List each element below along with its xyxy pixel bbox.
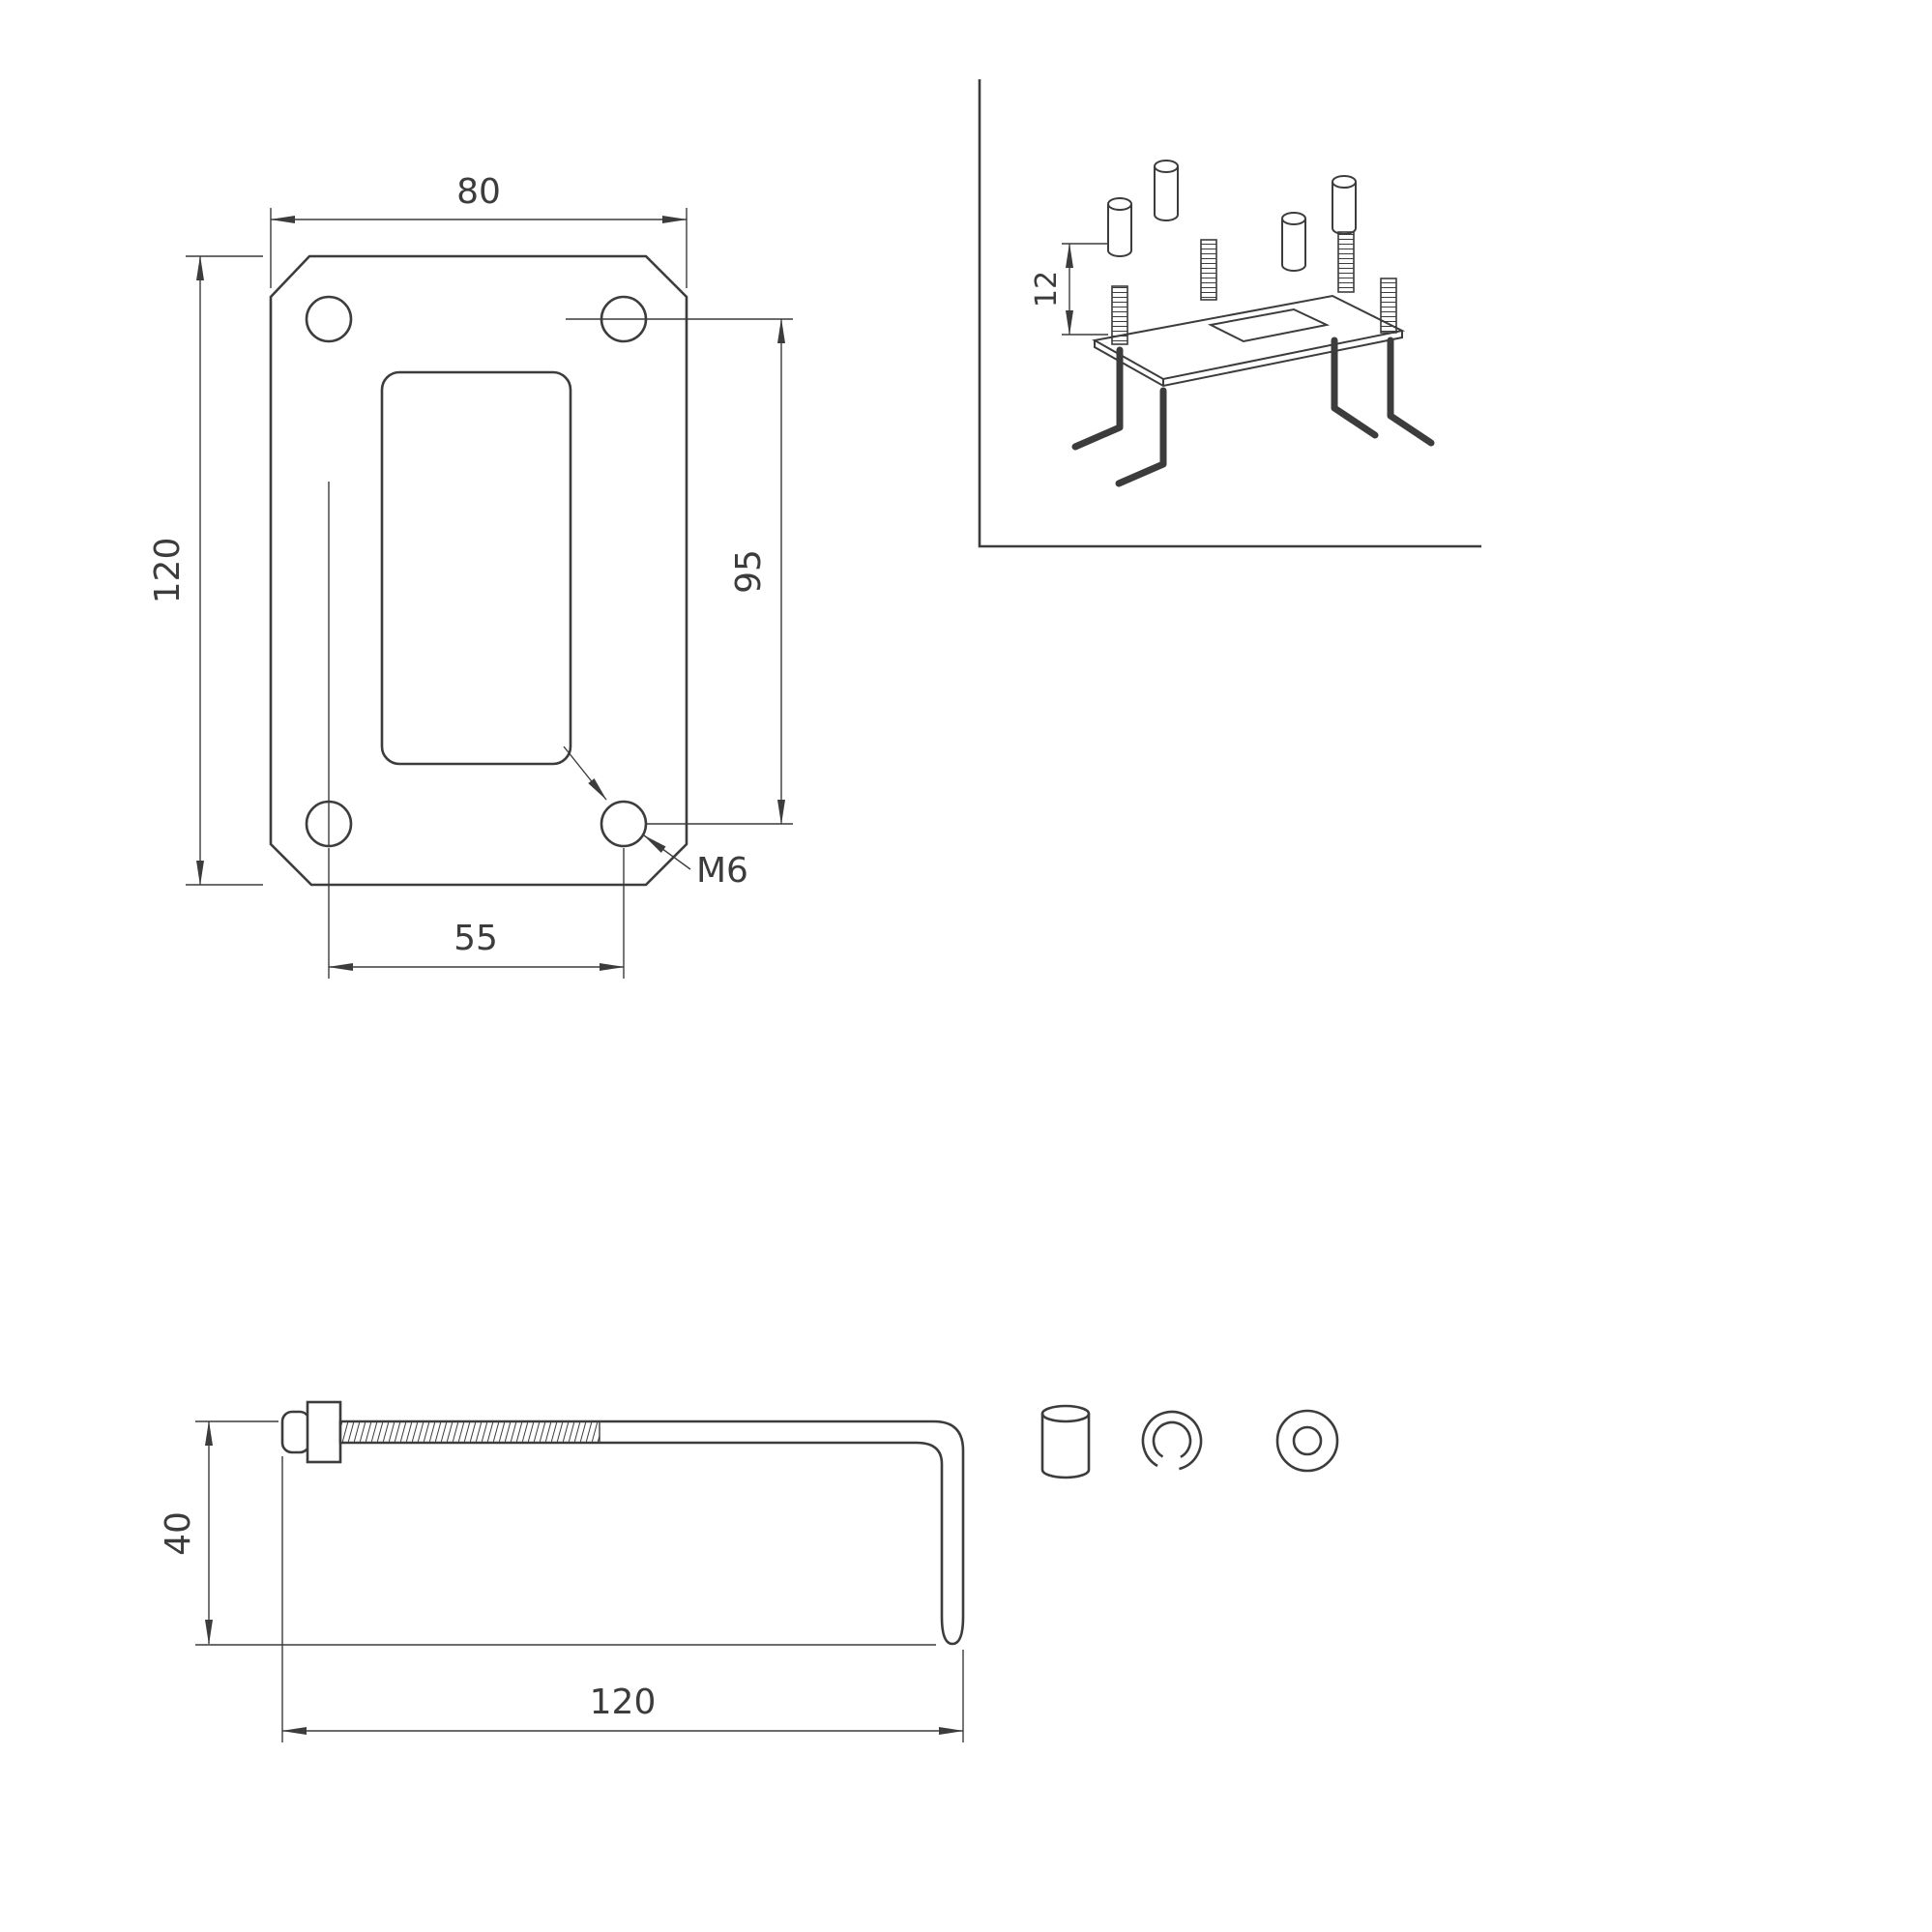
cylinder-bottom	[1107, 249, 1132, 257]
cylinder-top	[1107, 197, 1132, 211]
iso-plate-top	[1092, 294, 1406, 381]
flat-washer-inner	[1292, 1425, 1323, 1456]
threaded-stud	[1111, 285, 1128, 345]
detail-frame	[978, 79, 1481, 548]
dim-assembly-offset: 12	[1030, 243, 1108, 336]
spacer-cylinder	[1281, 212, 1306, 272]
dim-label-plate-height: 120	[148, 538, 188, 604]
anchor-leg	[1071, 346, 1124, 451]
hardware-parts	[1040, 1404, 1339, 1479]
lock-washer-inner	[1152, 1420, 1192, 1461]
dim-label-thread: M6	[696, 851, 748, 891]
spacer-cylinder	[1154, 160, 1179, 221]
dim-label-hole-span-right: 95	[729, 549, 769, 594]
dim-label-hole-span-bottom: 55	[454, 919, 498, 958]
cylinder-top	[1154, 160, 1179, 173]
dim-hole-span-bottom: 55	[328, 848, 625, 979]
spacer-cylinder	[1332, 175, 1357, 235]
dim-plate-height: 120	[148, 255, 263, 886]
cylinder-bottom	[1154, 214, 1179, 221]
bolt-thread-hatch	[340, 1421, 600, 1443]
anchor-leg	[1115, 387, 1167, 487]
cylinder-bottom	[1281, 264, 1306, 272]
threaded-stud	[1337, 231, 1355, 293]
iso-plate-cutout	[1207, 307, 1331, 343]
anchor-bolt-view: 40 120	[159, 1400, 965, 1742]
leader-line	[563, 746, 607, 801]
plate-outline	[269, 254, 688, 887]
dim-plate-width: 80	[270, 172, 688, 288]
mounting-hole-bottom-right	[600, 800, 648, 848]
lock-washer	[1141, 1410, 1203, 1472]
leader-line	[643, 834, 691, 870]
cylinder-top	[1281, 212, 1306, 225]
flat-washer-outer	[1275, 1409, 1339, 1473]
dim-bolt-length: 120	[281, 1456, 964, 1742]
assembly-iso-view: 12	[978, 79, 1481, 548]
thread-callout: M6	[563, 746, 748, 891]
flat-washer	[1275, 1409, 1339, 1473]
threaded-stud	[1200, 239, 1217, 301]
dim-label-plate-width: 80	[456, 172, 501, 212]
dim-label-assembly-offset: 12	[1030, 271, 1064, 307]
cylinder-top	[1332, 175, 1357, 189]
mounting-hole-top-left	[305, 295, 353, 343]
sleeve-top	[1040, 1404, 1091, 1423]
bolt-nut	[306, 1400, 342, 1464]
spacer-cylinder	[1107, 197, 1132, 257]
anchor-leg	[1387, 337, 1435, 447]
bolt-end-cap	[280, 1410, 311, 1454]
spacer-sleeve	[1040, 1404, 1091, 1479]
dim-label-bolt-length: 120	[590, 1683, 657, 1722]
dim-label-bolt-leg-height: 40	[159, 1511, 198, 1556]
sleeve-bottom	[1040, 1469, 1091, 1479]
iso-plate-thickness	[1094, 331, 1403, 388]
plate-top-view	[269, 254, 793, 887]
dim-hole-span-right: 95	[729, 318, 785, 825]
lock-washer-outer	[1141, 1410, 1203, 1472]
dim-bolt-leg-height: 40	[159, 1420, 936, 1646]
bolt-body	[338, 1420, 965, 1646]
plate-cutout	[380, 370, 572, 766]
anchor-leg	[1331, 337, 1379, 439]
